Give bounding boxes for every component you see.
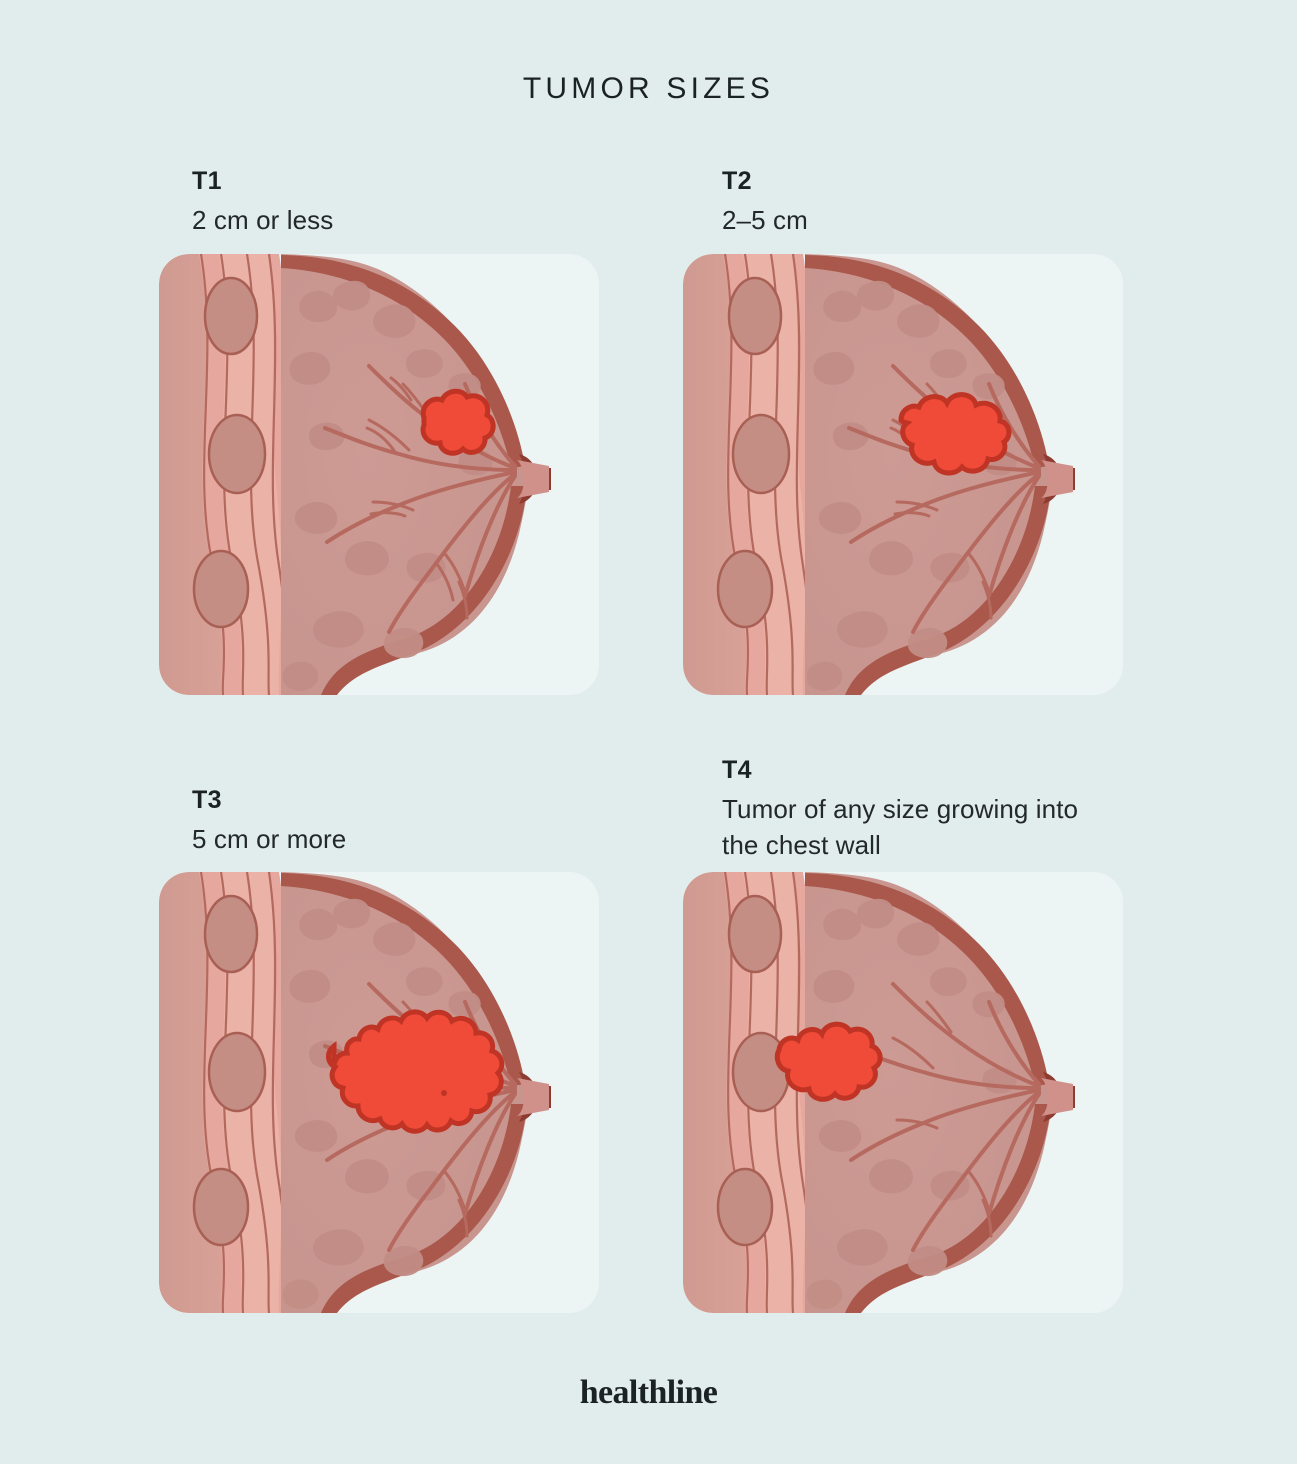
panel-t3-description: 5 cm or more <box>192 824 347 854</box>
tumor-shape-t1 <box>420 388 496 456</box>
panel-t1-description: 2 cm or less <box>192 205 334 235</box>
tumor-shape-t4 <box>774 1021 883 1102</box>
panel-t3-code: T3 <box>192 786 222 814</box>
breast-cross-section-illustration-t3 <box>159 872 599 1313</box>
panel-t1-illustration-card <box>159 254 599 695</box>
panel-t3-illustration-card <box>159 872 599 1313</box>
breast-cross-section-illustration-t4 <box>683 872 1123 1313</box>
panel-t4-description: Tumor of any size growing into the chest… <box>722 794 1079 860</box>
panel-t4-code: T4 <box>722 756 752 784</box>
healthline-logo: healthline <box>579 1374 718 1411</box>
panel-t4-label: T4 Tumor of any size growing into the ch… <box>722 755 1162 863</box>
page-title: TUMOR SIZES <box>522 72 775 105</box>
tumor-shape-t3 <box>326 1009 505 1134</box>
tumor-shape-t2 <box>898 392 1012 476</box>
panel-t1-code: T1 <box>192 167 222 195</box>
breast-cross-section-illustration-t2 <box>683 254 1123 695</box>
panel-t2-code: T2 <box>722 167 752 195</box>
panel-t2-illustration-card <box>683 254 1123 695</box>
panel-t2-description: 2–5 cm <box>722 205 808 235</box>
panel-t3-label: T3 5 cm or more <box>192 785 632 857</box>
panel-t4-illustration-card <box>683 872 1123 1313</box>
breast-cross-section-illustration-t1 <box>159 254 599 695</box>
panel-t2-label: T2 2–5 cm <box>722 166 1162 238</box>
panel-t1-label: T1 2 cm or less <box>192 166 632 238</box>
tumor-detail-dot <box>441 1090 447 1096</box>
